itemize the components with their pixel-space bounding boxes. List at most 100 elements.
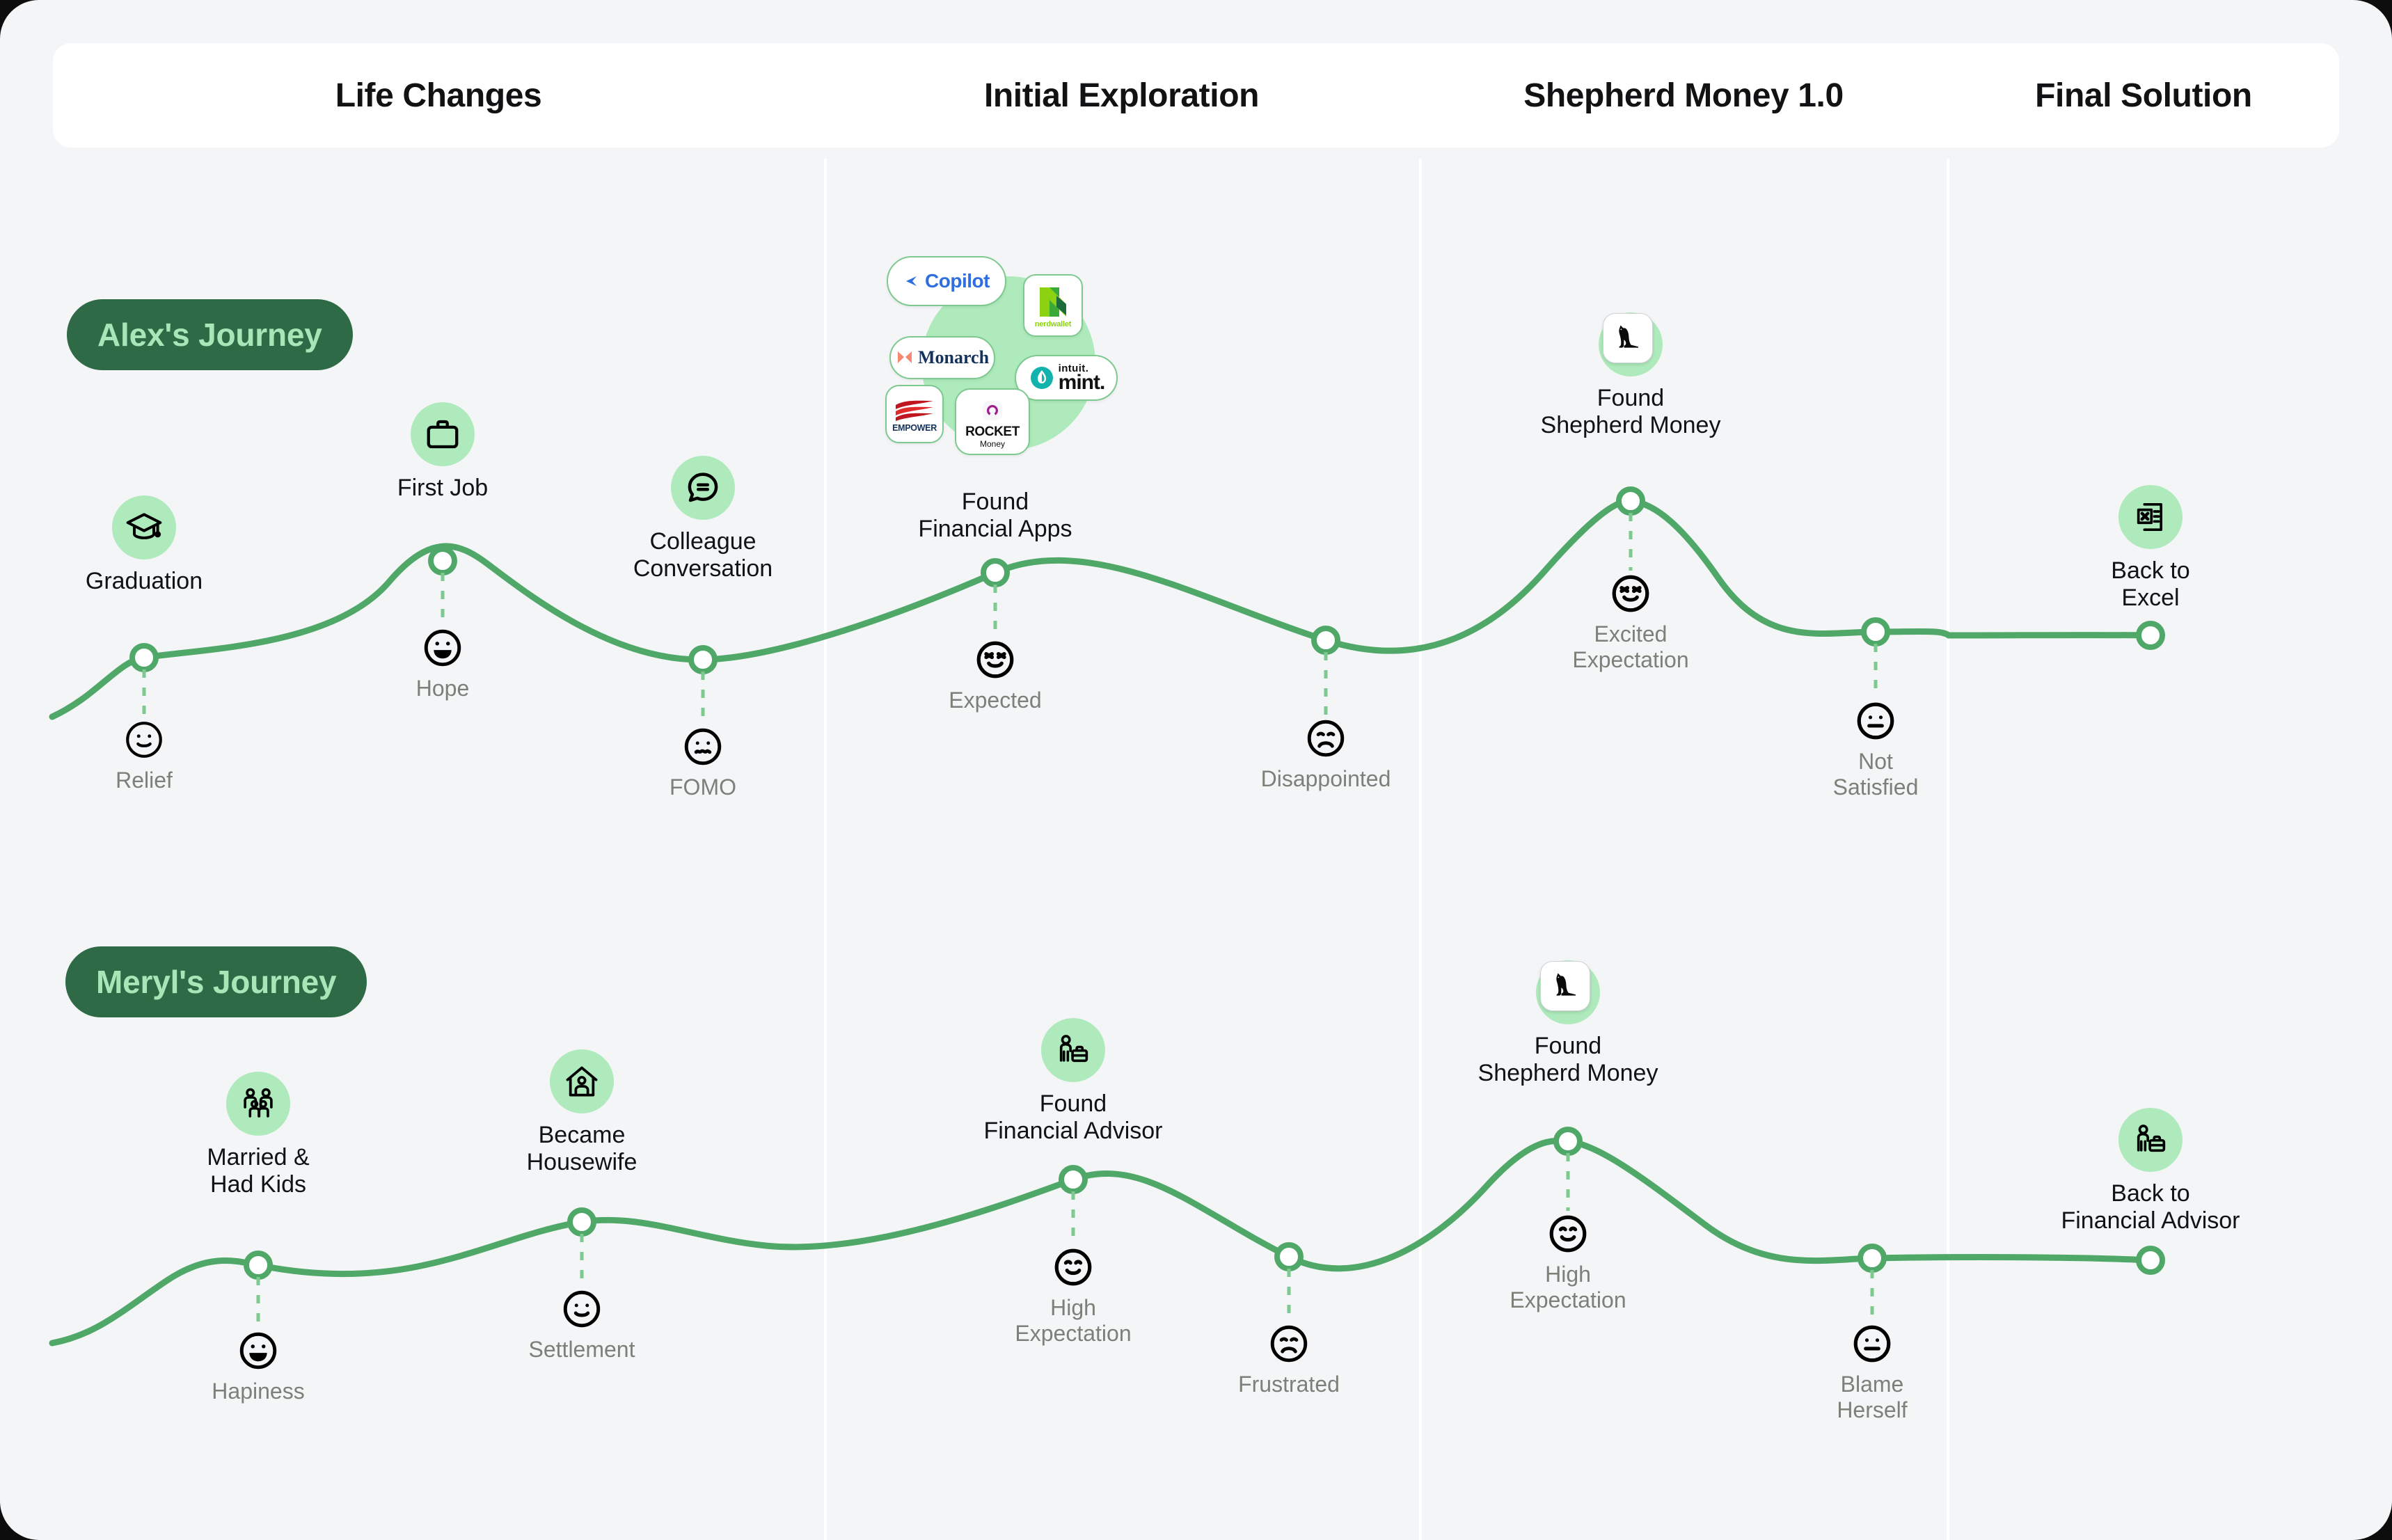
- smiling-face: [1052, 1246, 1095, 1289]
- touchpoint-found-financial-advisor-label: Found Financial Advisor: [983, 1090, 1163, 1145]
- emotion-hope-label: Hope: [415, 676, 470, 701]
- meryl-node-married: [244, 1251, 273, 1280]
- emotion-high-expectation-shepherd-label: High Expectation: [1510, 1262, 1626, 1313]
- shepherd-money-logo-tile: [1603, 313, 1653, 363]
- app-chip-mint[interactable]: intuit. mint.: [1015, 355, 1118, 401]
- slight-smile-face: [560, 1287, 603, 1331]
- shepherd-dog-icon: [1619, 325, 1638, 348]
- touchpoint-found-financial-advisor[interactable]: Found Financial Advisor: [962, 1018, 1185, 1145]
- excited-squint-face: [974, 638, 1017, 681]
- home-person-icon: [550, 1049, 614, 1113]
- emotion-blame-herself-label: Blame Herself: [1837, 1372, 1908, 1423]
- worried-face: [681, 725, 724, 768]
- touchpoint-became-housewife-label: Became Housewife: [526, 1122, 637, 1176]
- app-chip-monarch-label: Monarch: [917, 347, 990, 367]
- meryl-node-back-to-advisor: [2136, 1246, 2165, 1275]
- phase-divider-3: [1947, 159, 1949, 1540]
- app-chip-nerdwallet-label: nerdwallet: [1034, 319, 1072, 328]
- shepherd-dog-icon: [1556, 973, 1576, 996]
- neutral-face: [1851, 1322, 1894, 1365]
- touchpoint-alex-found-shepherd-money[interactable]: Found Shepherd Money: [1519, 312, 1742, 440]
- touchpoint-alex-found-shepherd-money-label: Found Shepherd Money: [1540, 385, 1721, 439]
- graduation-cap-icon: [112, 495, 176, 559]
- family-icon: [226, 1072, 290, 1136]
- emotion-settlement-label: Settlement: [528, 1337, 635, 1362]
- touchpoint-back-to-financial-advisor[interactable]: Back to Financial Advisor: [2039, 1108, 2262, 1235]
- alex-node-back-to-excel: [2136, 621, 2165, 650]
- emotion-fomo-label: FOMO: [670, 775, 736, 800]
- briefcase-icon: [411, 402, 475, 466]
- touchpoint-became-housewife[interactable]: Became Housewife: [470, 1049, 693, 1177]
- emotion-high-expectation-advisor: High Expectation: [969, 1246, 1178, 1347]
- touchpoint-first-job[interactable]: First Job: [331, 402, 554, 502]
- emotion-expected: Expected: [891, 638, 1100, 713]
- app-chip-rocket-money[interactable]: ROCKET Money: [955, 388, 1030, 455]
- touchpoint-back-to-financial-advisor-label: Back to Financial Advisor: [2061, 1180, 2240, 1235]
- journey-badge-alex[interactable]: Alex's Journey: [67, 299, 353, 370]
- touchpoint-first-job-label: First Job: [397, 475, 489, 501]
- emotion-frustrated: Frustrated: [1185, 1322, 1393, 1397]
- grinning-face: [421, 626, 464, 669]
- emotion-high-expectation-advisor-label: High Expectation: [1015, 1295, 1132, 1347]
- phase-divider-1: [824, 159, 827, 1540]
- emotion-hope: Hope: [338, 626, 547, 701]
- meryl-node-frustrated: [1274, 1242, 1304, 1271]
- emotion-hapiness-label: Hapiness: [212, 1379, 305, 1404]
- financial-apps-cluster: Copilot nerdwallet Monarch: [882, 247, 1119, 456]
- touchpoint-found-financial-apps-label: Found Financial Apps: [918, 489, 1072, 543]
- spreadsheet-icon: [2118, 485, 2183, 549]
- touchpoint-found-financial-apps[interactable]: Found Financial Apps: [884, 480, 1107, 543]
- touchpoint-back-to-excel[interactable]: Back to Excel: [2039, 485, 2262, 612]
- journey-badge-meryl[interactable]: Meryl's Journey: [65, 946, 367, 1017]
- touchpoint-married-had-kids-label: Married & Had Kids: [207, 1144, 310, 1198]
- meryl-node-housewife: [567, 1207, 596, 1237]
- sad-frown-face: [1304, 717, 1347, 760]
- grinning-face: [237, 1329, 280, 1372]
- alex-node-disappointed: [1311, 626, 1340, 655]
- app-chip-nerdwallet[interactable]: nerdwallet: [1023, 274, 1083, 337]
- emotion-not-satisfied: Not Satisfied: [1771, 699, 1980, 800]
- touchpoint-graduation[interactable]: Graduation: [33, 495, 255, 595]
- meryl-node-found-shepherd: [1553, 1127, 1583, 1156]
- excited-squint-face: [1609, 572, 1652, 615]
- app-chip-copilot-label: Copilot: [925, 270, 990, 292]
- touchpoint-meryl-found-shepherd-money[interactable]: Found Shepherd Money: [1457, 960, 1679, 1088]
- emotion-blame-herself: Blame Herself: [1768, 1322, 1977, 1423]
- shepherd-money-logo: [1599, 312, 1663, 376]
- touchpoint-graduation-label: Graduation: [85, 568, 203, 594]
- phase-header-initial-exploration: Initial Exploration: [983, 77, 1260, 114]
- emotion-disappointed-label: Disappointed: [1260, 766, 1391, 791]
- slight-smile-face: [122, 718, 166, 761]
- app-chip-copilot[interactable]: Copilot: [887, 256, 1006, 306]
- emotion-relief-label: Relief: [116, 768, 173, 793]
- journey-badge-meryl-label: Meryl's Journey: [96, 964, 337, 1000]
- alex-node-graduation: [129, 643, 159, 672]
- app-chip-empower-label: EMPOWER: [892, 423, 937, 433]
- emotion-excited-expectation: Excited Expectation: [1526, 572, 1735, 673]
- alex-node-found-shepherd: [1616, 486, 1645, 516]
- phase-header-life-changes: Life Changes: [335, 77, 542, 114]
- touchpoint-back-to-excel-label: Back to Excel: [2111, 557, 2190, 612]
- emotion-hapiness: Hapiness: [154, 1329, 363, 1404]
- touchpoint-married-had-kids[interactable]: Married & Had Kids: [147, 1072, 370, 1199]
- sad-frown-face: [1267, 1322, 1310, 1365]
- touchpoint-colleague-conversation[interactable]: Colleague Conversation: [592, 456, 814, 583]
- shepherd-money-logo-tile: [1540, 961, 1590, 1011]
- emotion-disappointed: Disappointed: [1221, 717, 1430, 792]
- emotion-not-satisfied-label: Not Satisfied: [1832, 749, 1919, 800]
- alex-node-colleague-conversation: [688, 645, 718, 674]
- journey-badge-alex-label: Alex's Journey: [97, 317, 322, 353]
- phase-divider-2: [1419, 159, 1422, 1540]
- advisor-briefcase-icon: [2118, 1108, 2183, 1172]
- emotion-excited-expectation-label: Excited Expectation: [1572, 621, 1689, 673]
- alex-node-found-apps: [981, 558, 1010, 587]
- alex-node-first-job: [428, 546, 457, 575]
- emotion-settlement: Settlement: [477, 1287, 686, 1363]
- phase-header-shepherd-money: Shepherd Money 1.0: [1523, 77, 1844, 114]
- shepherd-money-logo: [1536, 960, 1600, 1024]
- touchpoint-meryl-found-shepherd-money-label: Found Shepherd Money: [1478, 1033, 1658, 1087]
- app-chip-empower[interactable]: EMPOWER: [885, 385, 944, 443]
- emotion-expected-label: Expected: [949, 688, 1042, 713]
- app-chip-monarch[interactable]: Monarch: [889, 336, 995, 379]
